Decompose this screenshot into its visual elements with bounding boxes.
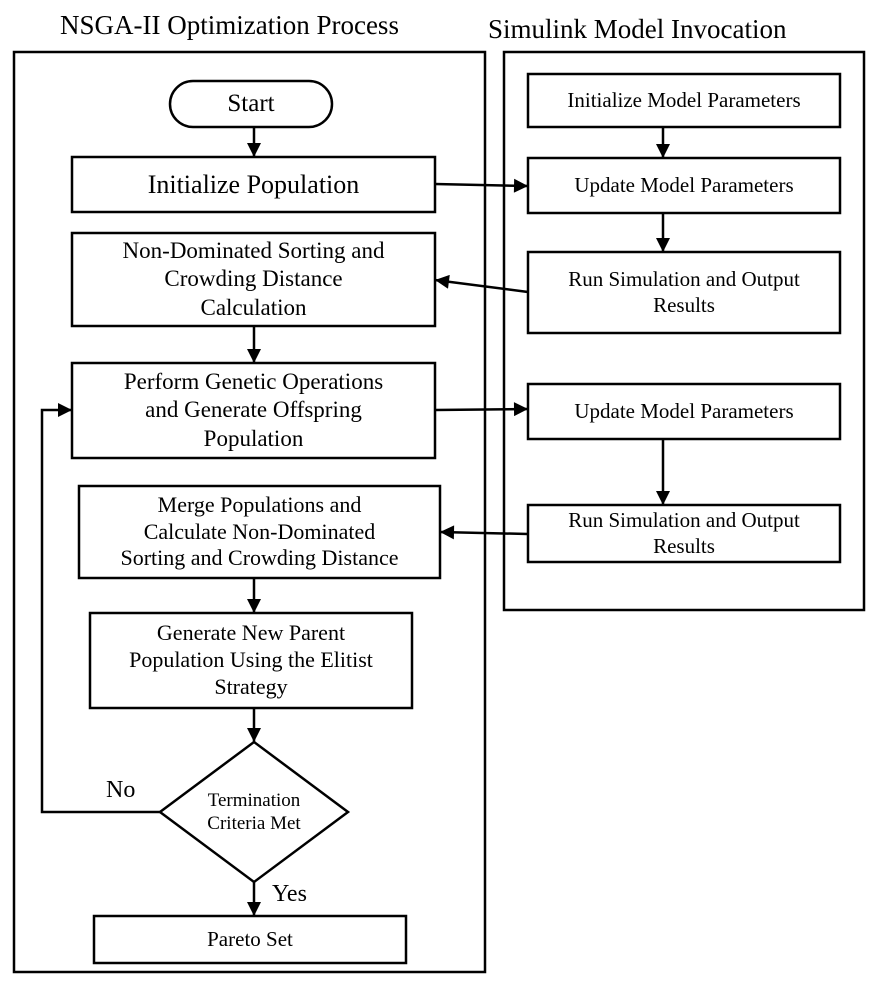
elitist-box [88,611,414,710]
right-panel-title: Simulink Model Invocation [488,14,787,44]
start-label: Start [227,89,275,117]
pareto-label: Pareto Set [207,926,293,951]
init-model-label: Initialize Model Parameters [567,87,801,112]
start-terminal [168,79,334,129]
termination-label: Termination Criteria Met [207,789,301,834]
update-model-label-1: Update Model Parameters [574,172,794,197]
update-model-box-1 [526,156,842,215]
merge-label: Merge Populations and Calculate Non-Domi… [120,491,399,571]
run-simulation-label-2: Run Simulation and Output Results [568,507,800,558]
arrow-run-1-to-nds [434,274,529,294]
no-branch-label: No [106,777,136,803]
pareto-box [92,914,408,965]
left-panel-title: NSGA-II Optimization Process [60,10,399,40]
arrow-genetic-to-update [434,402,529,417]
run-simulation-label-1: Run Simulation and Output Results [568,266,800,317]
run-simulation-box-1 [526,250,842,335]
nds-crowding-label: Non-Dominated Sorting and Crowding Dista… [122,238,385,320]
genetic-ops-label: Perform Genetic Operations and Generate … [123,369,384,451]
nsga-panel [12,50,487,974]
simulink-panel [502,50,866,612]
run-simulation-box-2 [526,503,842,564]
init-population-box [70,155,437,214]
init-model-box [526,72,842,129]
arrow-init-pop-to-update [434,178,529,193]
update-model-box-2 [526,382,842,441]
arrow-run-2-to-merge [439,525,529,540]
merge-box [77,484,442,580]
init-population-label: Initialize Population [147,169,360,199]
yes-branch-label: Yes [272,881,307,907]
elitist-label: Generate New Parent Population Using the… [129,620,373,699]
update-model-label-2: Update Model Parameters [574,398,794,423]
arrow-no-loop [40,403,160,814]
